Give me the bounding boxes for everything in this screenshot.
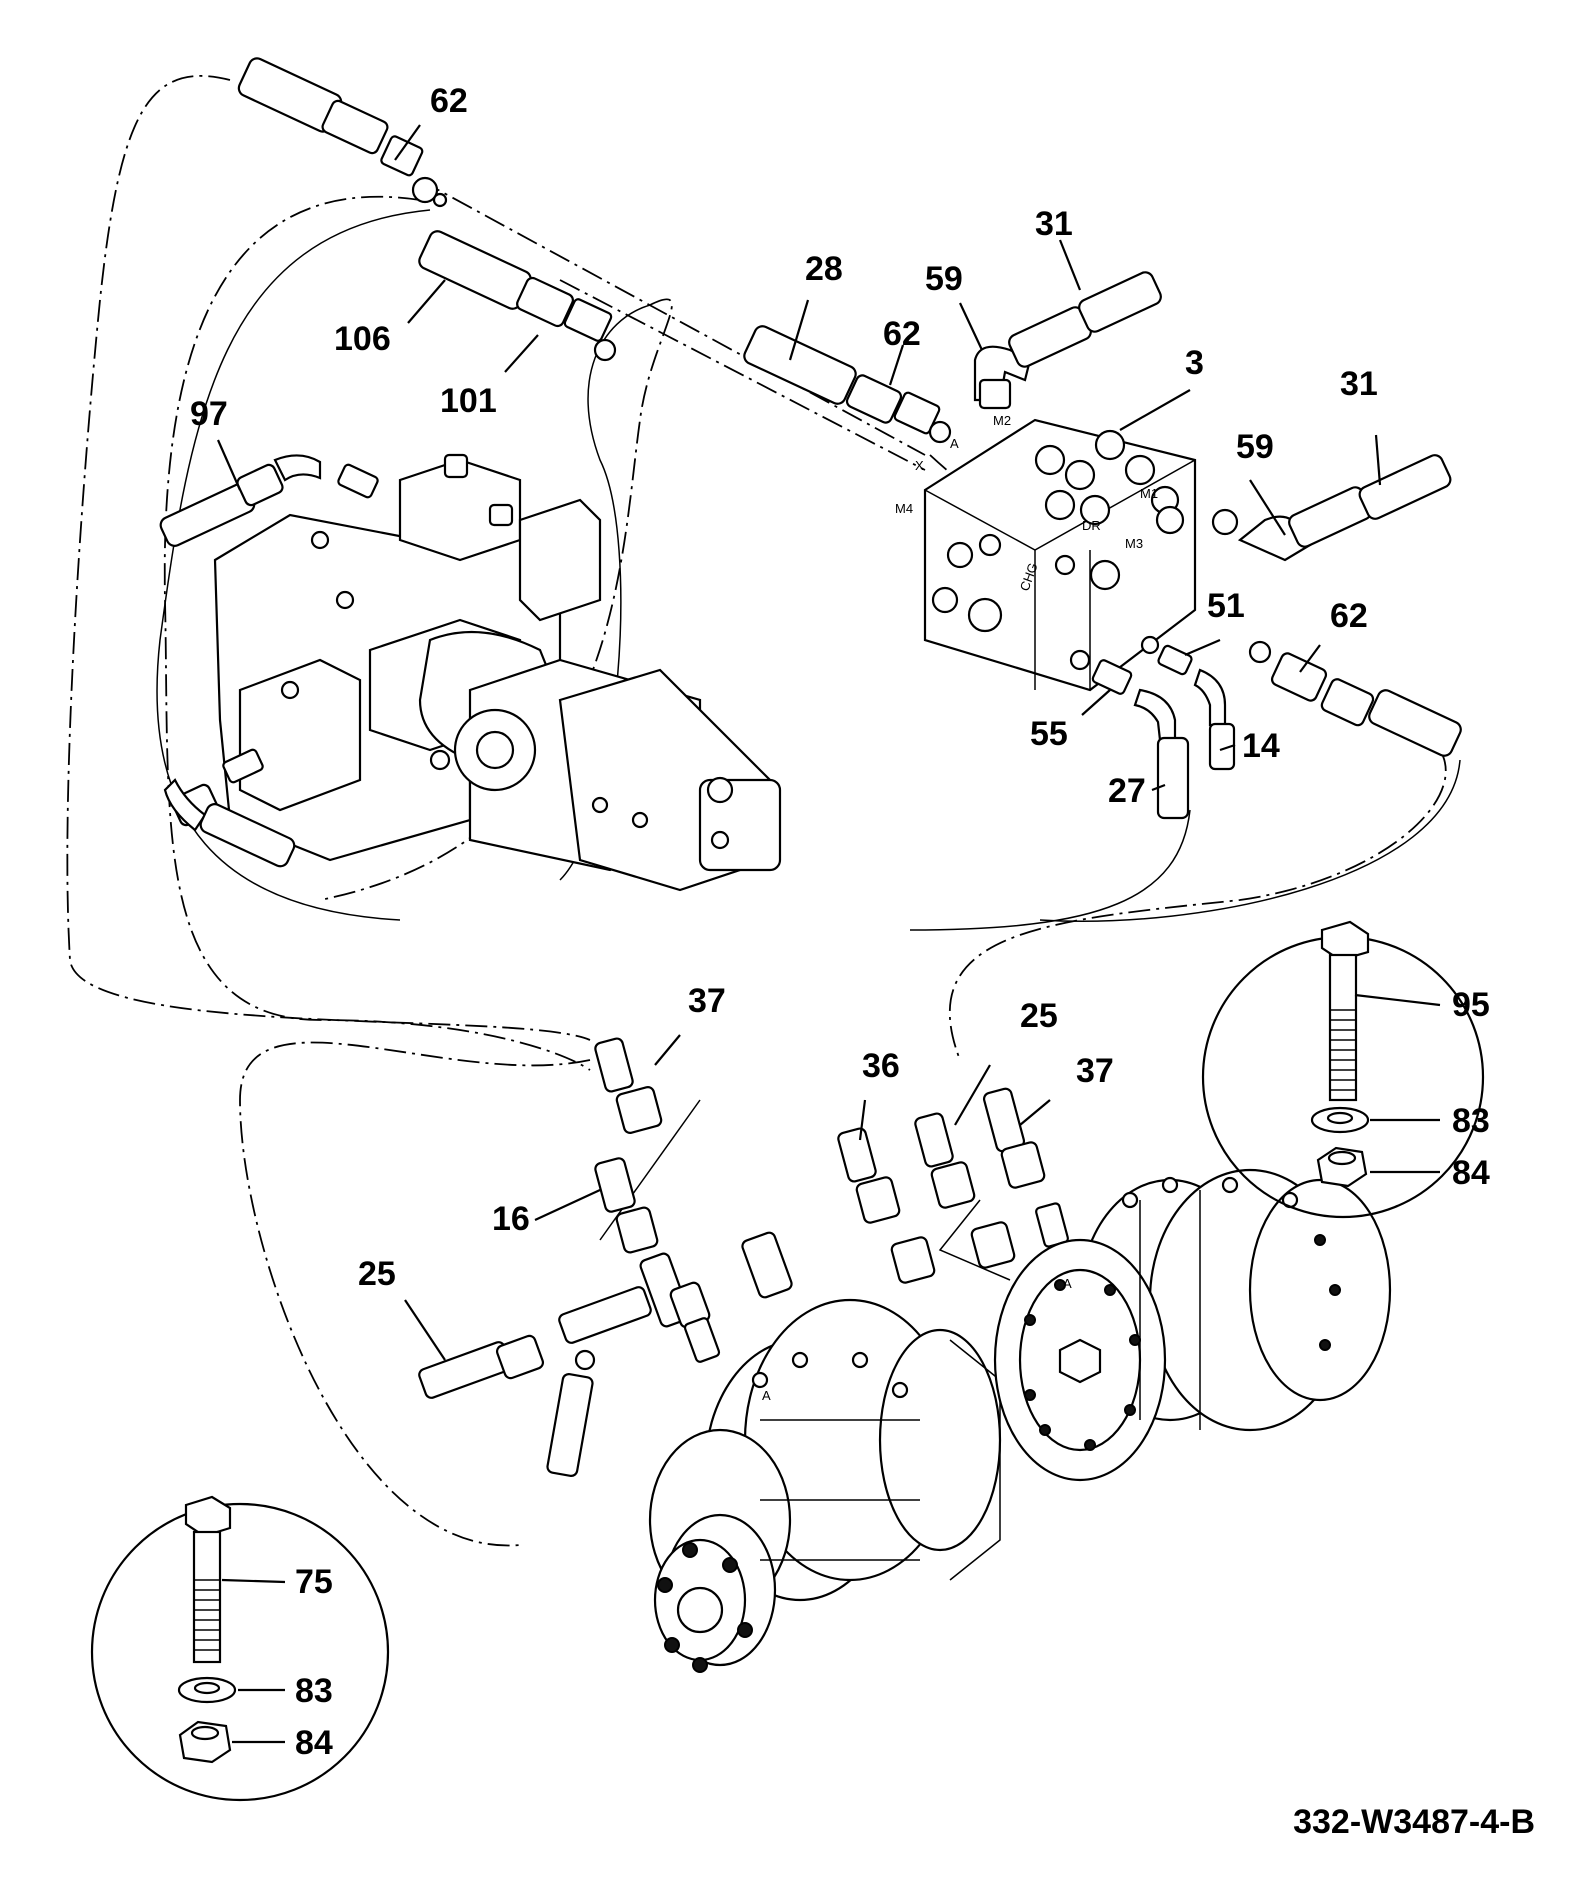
callout-25-left: 25 xyxy=(358,1255,396,1293)
port-label-a-right: A xyxy=(1063,1276,1072,1291)
callout-83-left: 83 xyxy=(295,1672,333,1710)
callout-75: 75 xyxy=(295,1563,333,1601)
callout-59-top: 59 xyxy=(925,260,963,298)
callout-84-left: 84 xyxy=(295,1724,333,1762)
bolt-icon-75 xyxy=(184,1495,232,1664)
nut-icon-84-left xyxy=(178,1720,232,1764)
valve-manifold-block: M1 M2 M3 M4 DR CHG A X xyxy=(895,413,1197,692)
callout-3: 3 xyxy=(1185,344,1204,382)
callout-97: 97 xyxy=(190,395,228,433)
hydraulic-pump-assembly xyxy=(213,458,782,892)
callout-36: 36 xyxy=(862,1047,900,1085)
callout-25-mid: 25 xyxy=(1020,997,1058,1035)
callout-37-left: 37 xyxy=(688,982,726,1020)
port-label-dr: DR xyxy=(1082,518,1101,533)
bolt-icon-95 xyxy=(1320,920,1370,1102)
callout-62-right: 62 xyxy=(1330,597,1368,635)
callout-59-right: 59 xyxy=(1236,428,1274,466)
callout-106: 106 xyxy=(334,320,391,358)
fitting-37-right xyxy=(982,1087,1069,1248)
callout-84-right: 84 xyxy=(1452,1154,1490,1192)
washer-icon-83-left xyxy=(177,1676,237,1704)
callout-labels: 62 106 101 97 28 62 59 31 3 31 59 51 62 … xyxy=(190,82,1490,1762)
hose-assembly-31-right xyxy=(1211,454,1452,562)
callout-31-right: 31 xyxy=(1340,365,1378,403)
leader-lines xyxy=(216,124,1441,1744)
nut-icon-84-right xyxy=(1316,1146,1368,1188)
callout-16: 16 xyxy=(492,1200,530,1238)
fitting-25-left xyxy=(418,1334,545,1399)
port-label-a-left: A xyxy=(762,1388,771,1403)
pump-fittings xyxy=(159,453,514,868)
detail-circle-right xyxy=(1201,920,1485,1219)
fitting-37-left xyxy=(594,1037,663,1134)
port-label-m1: M1 xyxy=(1140,486,1158,501)
port-label-m2: M2 xyxy=(993,413,1011,428)
tee-fitting xyxy=(546,1252,721,1477)
callout-27: 27 xyxy=(1108,772,1146,810)
fitting-36 xyxy=(837,1127,936,1284)
fitting-25-right xyxy=(914,1112,1016,1269)
callout-55: 55 xyxy=(1030,715,1068,753)
detail-circle-left xyxy=(90,1495,390,1802)
callout-101: 101 xyxy=(440,382,497,420)
port-label-x-block: X xyxy=(915,458,924,473)
drawing-number: 332-W3487-4-B xyxy=(1293,1803,1535,1841)
callout-83-right: 83 xyxy=(1452,1102,1490,1140)
hose-assembly-106 xyxy=(418,230,617,362)
hose-assembly-28 xyxy=(743,325,952,444)
port-label-a-block: A xyxy=(950,436,959,451)
callout-62-top: 62 xyxy=(430,82,468,120)
callout-28: 28 xyxy=(805,250,843,288)
washer-icon-83-right xyxy=(1310,1106,1370,1134)
hose-assembly-top xyxy=(237,57,448,208)
hose-assembly-62-right xyxy=(1248,640,1462,757)
fitting-16 xyxy=(594,1157,659,1254)
port-label-m3: M3 xyxy=(1125,536,1143,551)
wheel-motor-left: A xyxy=(648,1298,1002,1673)
fitting-55 xyxy=(1069,649,1190,820)
callout-95: 95 xyxy=(1452,986,1490,1024)
wheel-motor-right: A xyxy=(993,1168,1392,1482)
port-label-m4: M4 xyxy=(895,501,913,516)
fitting-51 xyxy=(1140,635,1236,771)
callout-31-top: 31 xyxy=(1035,205,1073,243)
callout-37-right: 37 xyxy=(1076,1052,1114,1090)
callout-62-mid: 62 xyxy=(883,315,921,353)
elbow-fitting-59-top xyxy=(973,271,1162,410)
callout-51: 51 xyxy=(1207,587,1245,625)
callout-14: 14 xyxy=(1242,727,1280,765)
